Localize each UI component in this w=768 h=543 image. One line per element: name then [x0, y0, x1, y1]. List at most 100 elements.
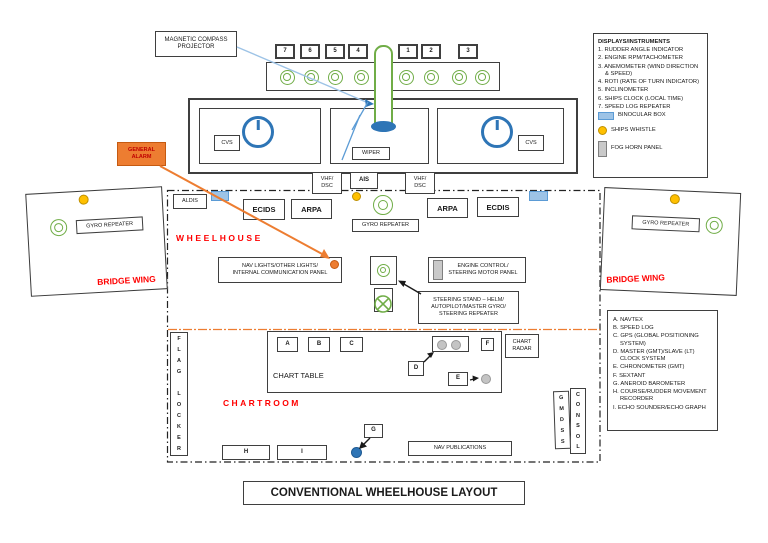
repeater-dial-icon	[303, 69, 319, 85]
wheelhouse-label: WHEELHOUSE	[176, 233, 263, 243]
alarm-bell-icon	[329, 259, 339, 269]
legend-item: 5. INCLINOMETER	[598, 87, 649, 94]
legend-item: H. COURSE/RUDDER MOVEMENT RECORDER	[613, 389, 707, 403]
aldis-box: ALDIS	[173, 194, 207, 209]
chartroom-label: CHARTROOM	[223, 398, 301, 408]
legend-item: B. SPEED LOG	[613, 325, 654, 332]
instrument-box-i: I	[277, 445, 327, 460]
wheelhouse-boundary-dashed	[166, 189, 601, 463]
bridge-wing-left-label: BRIDGE WING	[96, 273, 157, 288]
repeater-dial-icon	[451, 69, 467, 85]
gyro-repeater-icon	[49, 218, 68, 237]
instrument-box-h: H	[222, 445, 270, 460]
legend-item: F. SEXTANT	[613, 372, 646, 379]
display-number-5: 5	[325, 44, 345, 59]
ecdis-box: ECDIS	[477, 197, 519, 217]
nav-publications-box: NAV PUBLICATIONS	[408, 441, 512, 456]
clock-tray-box	[432, 336, 469, 352]
repeater-dial-icon	[327, 69, 343, 85]
bridge-wing-left: GYRO REPEATER BRIDGE WING	[25, 186, 168, 297]
ships-whistle-icon	[669, 193, 681, 205]
aneroid-barometer-icon	[350, 446, 362, 458]
legend-item: I. ECHO SOUNDER/ECHO GRAPH	[613, 404, 706, 411]
instrument-box-c: C	[340, 337, 363, 352]
flag-locker-box: F L A G L O C K E R	[170, 332, 188, 456]
binocular-box-icon	[598, 112, 614, 121]
clock-dial-icon	[437, 339, 447, 350]
legend-item: E. CHRONOMETER (GMT)	[613, 364, 685, 371]
bridge-wing-right-label: BRIDGE WING	[606, 272, 666, 285]
repeater-dial-icon	[353, 69, 369, 85]
vhf-dsc-right-box: VHF/ DSC	[405, 172, 435, 194]
legend-chartroom-instruments: A. NAVTEX B. SPEED LOG C. GPS (GLOBAL PO…	[607, 310, 718, 431]
repeater-dial-icon	[398, 69, 414, 85]
general-alarm-box: GENERAL ALARM	[117, 142, 166, 166]
legend-item: 4. ROTI (RATE OF TURN INDICATOR)	[598, 79, 700, 86]
compass-projector-tube	[374, 45, 393, 128]
legend-item: A. NAVTEX	[613, 317, 643, 323]
ships-whistle-icon	[598, 126, 607, 136]
cvs-right-box: CVS	[518, 135, 544, 151]
legend-item: C. GPS (GLOBAL POSITIONING SYSTEM)	[613, 333, 699, 347]
legend-item: 2. ENGINE RPM/TACHOMETER	[598, 55, 683, 62]
legend-displays-instruments: DISPLAYS/INSTRUMENTS 1. RUDDER ANGLE IND…	[593, 33, 708, 178]
instrument-box-f: F	[481, 338, 494, 351]
legend-binocular-label: BINOCULAR BOX	[618, 112, 666, 119]
fog-horn-panel-icon	[598, 141, 607, 158]
repeater-dial-icon	[279, 69, 295, 85]
instrument-box-a: A	[277, 337, 298, 352]
vhf-dsc-left-box: VHF/ DSC	[312, 172, 342, 194]
ecids-box: ECIDS	[243, 199, 285, 220]
gyro-repeater-box: GYRO REPEATER	[631, 215, 701, 233]
fog-horn-panel-icon	[433, 260, 443, 280]
repeater-dial-icon	[423, 69, 439, 85]
helm-pedestal-box	[374, 288, 393, 312]
display-number-3: 3	[458, 44, 478, 59]
magnetic-compass-projector-box: MAGNETIC COMPASS PROJECTOR	[155, 31, 237, 57]
legend-item: 6. SHIPS CLOCK (LOCAL TIME)	[598, 95, 684, 102]
clock-dial-icon	[451, 339, 461, 350]
legend-foghorn-label: FOG HORN PANEL	[611, 145, 663, 152]
ships-clock-icon	[481, 116, 513, 148]
ships-whistle-icon	[78, 194, 89, 205]
chronometer-icon	[481, 374, 491, 384]
display-number-2: 2	[421, 44, 441, 59]
engine-control-panel-box: ENGINE CONTROL/ STEERING MOTOR PANEL	[428, 257, 526, 283]
legend-item: 1. RUDDER ANGLE INDICATOR	[598, 47, 684, 54]
chart-table-label: CHART TABLE	[273, 371, 324, 380]
gyro-repeater-box: GYRO REPEATER	[75, 216, 144, 235]
repeater-dial-icon	[474, 69, 490, 85]
arpa-left-box: ARPA	[291, 199, 332, 219]
ships-whistle-icon	[352, 192, 361, 201]
binocular-box-icon	[529, 191, 548, 201]
steering-stand-callout: STEERING STAND – HELM/ AUTOPILOT/MASTER …	[418, 291, 519, 324]
projector-lens-icon	[371, 121, 396, 132]
instrument-box-b: B	[308, 337, 330, 352]
gyro-repeater-icon	[373, 195, 393, 215]
bridge-wing-right: GYRO REPEATER BRIDGE WING	[599, 187, 742, 296]
diagram-title: CONVENTIONAL WHEELHOUSE LAYOUT	[243, 481, 525, 505]
consol-box: C O N S O L	[570, 388, 586, 454]
ais-box: AIS	[350, 172, 378, 189]
legend-item: G. ANEROID BAROMETER	[613, 380, 686, 387]
binocular-box-icon	[211, 191, 229, 201]
gmdss-box: G M D S S	[552, 390, 572, 450]
instrument-box-g: G	[364, 424, 383, 438]
legend-title: DISPLAYS/INSTRUMENTS	[598, 39, 670, 45]
display-number-1: 1	[398, 44, 418, 59]
display-number-4: 4	[348, 44, 368, 59]
display-number-7: 7	[275, 44, 295, 59]
instrument-box-e: E	[448, 372, 468, 386]
cvs-left-box: CVS	[214, 135, 240, 151]
instrument-box-d: D	[408, 361, 424, 376]
legend-item: 3. ANEMOMETER (WIND DIRECTION & SPEED)	[598, 63, 699, 77]
ships-clock-icon	[242, 116, 274, 148]
wiper-box: WIPER	[352, 147, 390, 160]
legend-whistle-label: SHIPS WHISTLE	[611, 126, 656, 133]
arpa-right-box: ARPA	[427, 198, 468, 218]
nav-lights-panel-box: NAV LIGHTS/OTHER LIGHTS/ INTERNAL COMMUN…	[218, 257, 342, 283]
gyro-repeater-box: GYRO REPEATER	[352, 219, 419, 232]
master-gyro-icon	[376, 263, 390, 277]
